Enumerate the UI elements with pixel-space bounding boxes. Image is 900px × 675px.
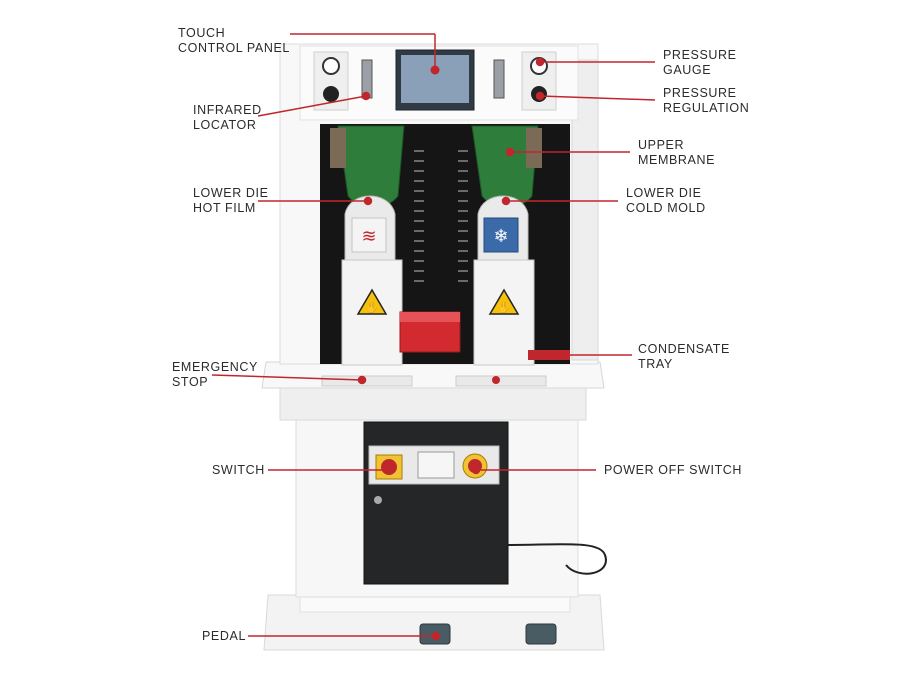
cabinet-lock (374, 496, 382, 504)
label-pedal: PEDAL (202, 629, 246, 643)
callout-lines (211, 33, 656, 641)
worktable-edge (279, 387, 587, 421)
label-lower-die-cold-mold: LOWER DIE COLD MOLD (626, 186, 706, 215)
hand-crush-warning-icon: ✋ (497, 301, 511, 314)
label-pressure-regulation: PRESSURE REGULATION (663, 86, 750, 115)
label-touch-control-panel: TOUCH CONTROL PANEL (178, 26, 290, 55)
emergency-stop-panel-left (321, 375, 413, 387)
infrared-locator-right (493, 59, 505, 99)
label-infrared-locator: INFRARED LOCATOR (193, 103, 262, 132)
power-cable (507, 543, 607, 575)
label-condensate-tray: CONDENSATE TRAY (638, 342, 730, 371)
vent-slots (414, 150, 468, 282)
cold-die-label-plate (483, 217, 519, 253)
emergency-stop-panel-right (455, 375, 547, 387)
hot-die-label-plate (351, 217, 387, 253)
label-emergency-stop: EMERGENCY STOP (172, 360, 258, 389)
cabinet-nameplate (417, 451, 455, 479)
upper-membrane-left (337, 125, 405, 208)
worktable (261, 361, 605, 389)
snowflake-icon: ❄ (493, 226, 508, 247)
label-lower-die-hot-film: LOWER DIE HOT FILM (193, 186, 269, 215)
label-power-off-switch: POWER OFF SWITCH (604, 463, 743, 477)
heat-wave-icon: ≋ (361, 226, 376, 247)
emergency-stop-button-right (492, 376, 500, 384)
left-pressure-gauge (322, 57, 340, 75)
hand-crush-warning-icon: ✋ (365, 301, 379, 314)
label-upper-membrane: UPPER MEMBRANE (638, 138, 716, 167)
red-box-top (400, 312, 460, 322)
pedal-right (525, 623, 557, 645)
hot-die-warning-sign (356, 288, 388, 315)
cold-die-warning-sign (488, 288, 520, 315)
label-pressure-gauge: PRESSURE GAUGE (663, 48, 737, 77)
membrane-roller-left (330, 128, 346, 168)
membrane-roller-right (526, 128, 542, 168)
label-switch: SWITCH (212, 463, 265, 477)
left-regulator-knob (323, 86, 339, 102)
